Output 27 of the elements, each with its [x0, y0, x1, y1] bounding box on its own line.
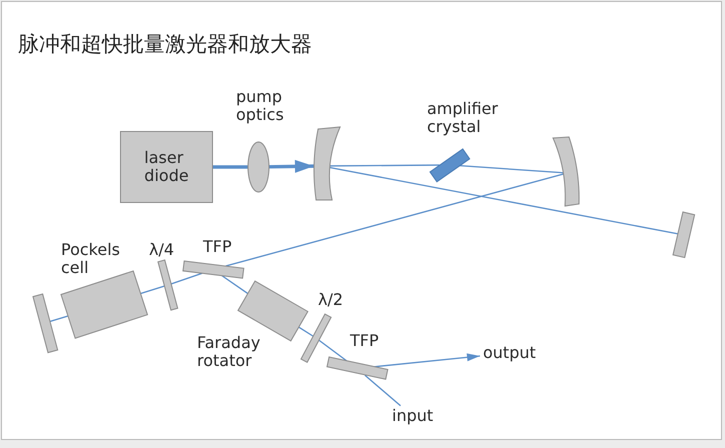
beam-line	[459, 165, 564, 174]
beam-line	[330, 164, 440, 167]
component-label: TFP	[350, 332, 379, 350]
component-label: amplifier crystal	[427, 100, 498, 136]
component-label: Faraday rotator	[197, 334, 260, 370]
beam-line	[364, 374, 401, 406]
beam-line	[330, 166, 678, 235]
beam-line	[226, 173, 564, 267]
beam-line	[140, 285, 165, 294]
title: 脉冲和超快批量激光器和放大器	[18, 31, 312, 57]
component-label: TFP	[202, 238, 232, 256]
component-label: Pockels cell	[60, 241, 120, 277]
component-label: λ/4	[149, 241, 174, 259]
beam-line	[298, 326, 314, 337]
beam-label: output	[483, 344, 536, 362]
beam-line	[171, 272, 202, 284]
beam-line	[318, 340, 348, 362]
beam-arrow	[268, 160, 314, 173]
beam-arrow	[373, 353, 480, 368]
beam-line	[50, 315, 68, 322]
beam-line	[222, 275, 248, 294]
component-label: laser diode	[144, 149, 189, 185]
component-label: λ/2	[318, 291, 344, 309]
beam-line	[213, 165, 248, 169]
beam-label: input	[392, 407, 434, 425]
diode-box	[120, 131, 213, 203]
component-label: pump optics	[236, 88, 284, 124]
